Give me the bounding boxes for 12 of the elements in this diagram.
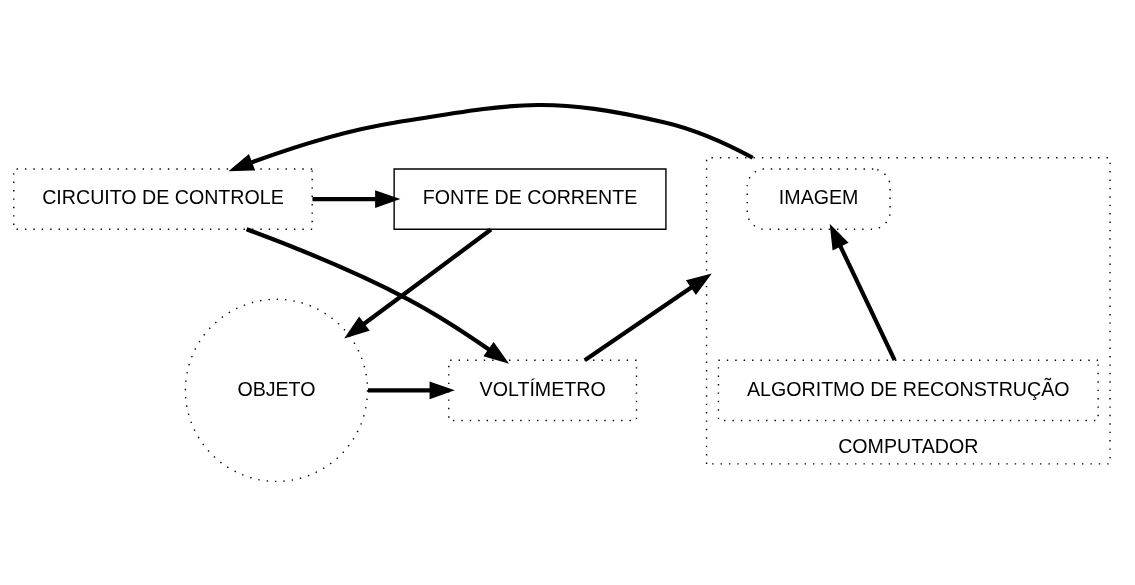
arrow <box>245 226 510 364</box>
arrow <box>228 102 754 171</box>
arrow <box>829 223 897 361</box>
node-box: FONTE DE CORRENTE <box>393 167 667 230</box>
node-box: CIRCUITO DE CONTROLE <box>13 167 313 230</box>
arrow <box>367 381 455 399</box>
node-box: VOLTÍMETRO <box>448 359 638 421</box>
arrow <box>344 227 493 339</box>
arrow <box>583 272 712 362</box>
node-box: IMAGEM <box>746 167 891 230</box>
arrow <box>312 189 401 208</box>
node-box: ALGORITMO DE RECONSTRUÇÃO <box>717 359 1099 421</box>
